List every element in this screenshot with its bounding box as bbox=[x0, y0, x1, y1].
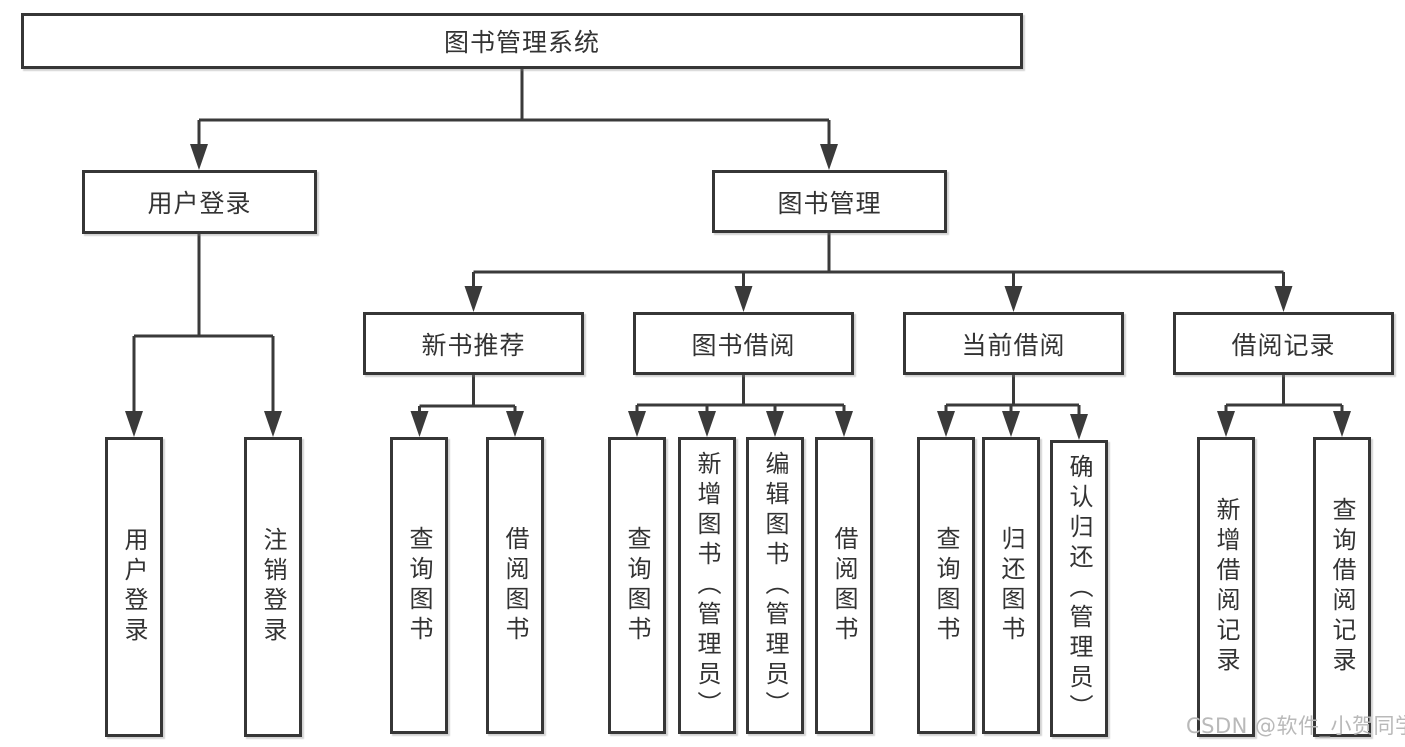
connector-root-to-level2 bbox=[190, 69, 838, 170]
leaf-query-books-current: 查询图书 bbox=[917, 437, 975, 734]
leaf-add-book-admin: 新增图书（管理员） bbox=[678, 437, 736, 734]
connector-book-borrow-to-leaves bbox=[628, 375, 853, 437]
node-new-book-recommend: 新书推荐 bbox=[363, 312, 584, 375]
connector-current-borrow-to-leaves bbox=[937, 375, 1088, 440]
leaf-query-books-recommend: 查询图书 bbox=[390, 437, 448, 734]
leaf-logout: 注销登录 bbox=[244, 437, 302, 737]
connector-borrow-records-to-leaves bbox=[1217, 375, 1351, 437]
watermark: CSDN @软件_小贺同学 bbox=[1186, 714, 1405, 738]
node-current-borrow: 当前借阅 bbox=[903, 312, 1124, 375]
leaf-edit-book-admin: 编辑图书（管理员） bbox=[746, 437, 804, 734]
leaf-confirm-return-admin: 确认归还（管理员） bbox=[1050, 440, 1108, 737]
leaf-query-borrow-record: 查询借阅记录 bbox=[1313, 437, 1371, 737]
leaf-borrow-books-recommend: 借阅图书 bbox=[486, 437, 544, 734]
node-book-management: 图书管理 bbox=[712, 170, 947, 233]
leaf-query-books-borrow: 查询图书 bbox=[608, 437, 666, 734]
node-book-borrow: 图书借阅 bbox=[633, 312, 854, 375]
connector-book-management-to-level3 bbox=[464, 233, 1293, 312]
node-borrow-records: 借阅记录 bbox=[1173, 312, 1394, 375]
connector-user-login-to-leaves bbox=[125, 234, 282, 437]
node-user-login: 用户登录 bbox=[82, 170, 317, 234]
leaf-borrow-books-2: 借阅图书 bbox=[815, 437, 873, 734]
leaf-return-book: 归还图书 bbox=[982, 437, 1040, 734]
leaf-user-login: 用户登录 bbox=[105, 437, 163, 737]
node-library-system: 图书管理系统 bbox=[21, 13, 1023, 69]
leaf-add-borrow-record: 新增借阅记录 bbox=[1197, 437, 1255, 737]
connector-new-book-recommend-to-leaves bbox=[410, 375, 524, 437]
